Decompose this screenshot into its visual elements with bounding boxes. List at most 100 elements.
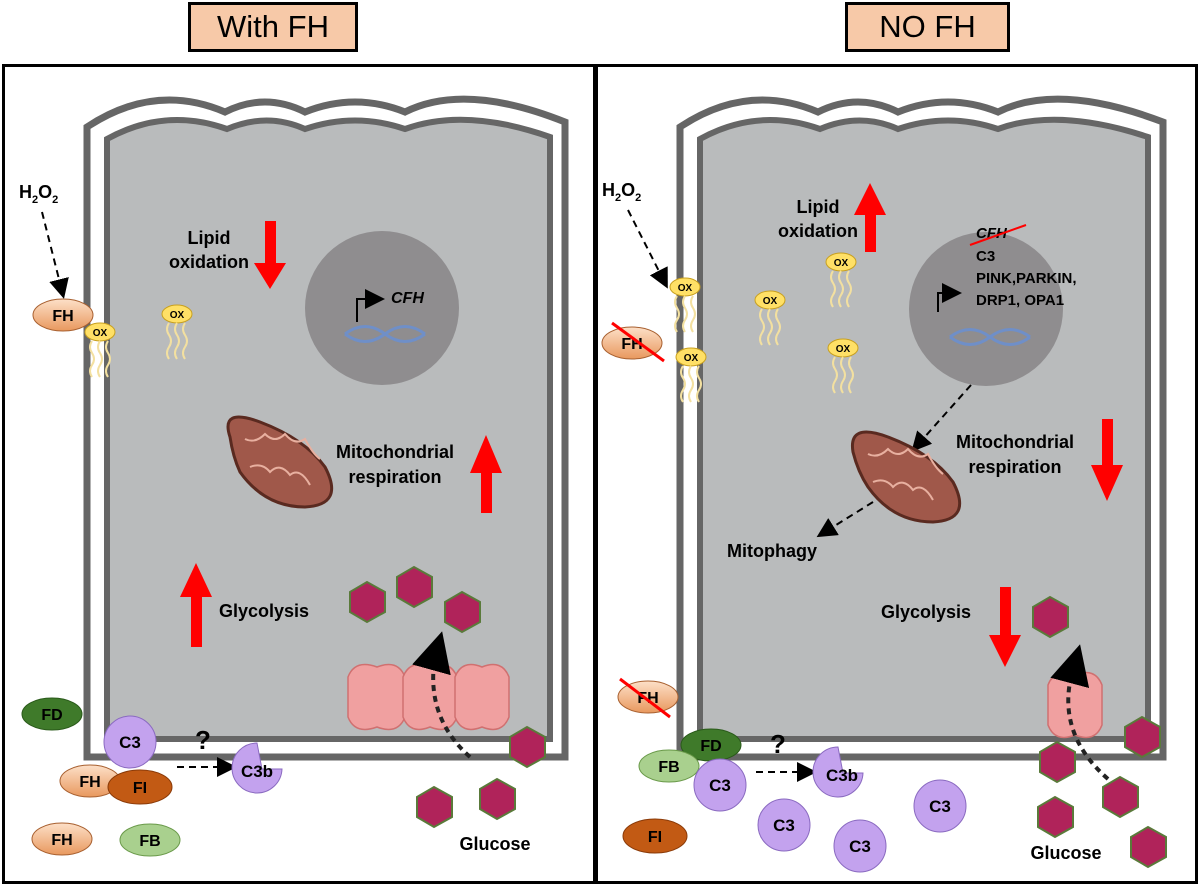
c3b-label: C3b bbox=[826, 766, 858, 785]
c3b-protein bbox=[812, 746, 864, 798]
promoter-arrow-icon bbox=[937, 283, 962, 312]
fi-label: FI bbox=[648, 829, 662, 846]
glucose-label: Glucose bbox=[1030, 843, 1101, 863]
gene-label-cfh: CFH bbox=[391, 290, 424, 307]
gene-label-pink-parkin: PINK,PARKIN, bbox=[976, 270, 1077, 287]
fi-label: FI bbox=[133, 780, 147, 797]
no-fh-diagram: CFH C3 PINK,PARKIN, DRP1, OPA1 H2O2 FH O… bbox=[601, 95, 1167, 873]
lipid-oxidation-label-line1: Lipid bbox=[797, 197, 840, 217]
mito-respiration-label-line2: respiration bbox=[348, 467, 441, 487]
glucose-label: Glucose bbox=[459, 834, 530, 854]
fh-free-label: FH bbox=[51, 832, 72, 849]
gene-label-cfh: CFH bbox=[976, 225, 1008, 242]
header-with-fh: With FH bbox=[188, 2, 358, 52]
dna-icon bbox=[949, 328, 1031, 346]
c3-protein-2 bbox=[757, 798, 811, 852]
glucose-outside bbox=[1037, 715, 1167, 869]
nucleus bbox=[909, 232, 1063, 386]
dna-icon bbox=[344, 325, 426, 343]
c3b-protein bbox=[231, 742, 283, 794]
mitochondrion-icon bbox=[850, 430, 962, 524]
lipid-oxidation-label-line1: Lipid bbox=[188, 228, 231, 248]
glucose-transporters bbox=[347, 663, 510, 731]
h2o2-label: H2O2 bbox=[19, 182, 58, 206]
with-fh-diagram: CFH H2O2 FH OX OX Lipid oxidation Mitoch… bbox=[19, 95, 569, 857]
mitophagy-label: Mitophagy bbox=[727, 541, 817, 561]
mito-respiration-up-arrow bbox=[470, 435, 502, 513]
fh-free-crossout bbox=[619, 677, 671, 719]
fh-complex-label: FH bbox=[79, 774, 100, 791]
oxidized-lipid-cytoplasm-3: OX bbox=[827, 338, 859, 394]
lipid-oxidation-label-line2: oxidation bbox=[169, 252, 249, 272]
fh-label: FH bbox=[52, 308, 73, 325]
nucleus bbox=[305, 231, 459, 385]
fb-protein bbox=[638, 749, 700, 783]
fi-protein bbox=[622, 818, 688, 854]
svg-text:OX: OX bbox=[763, 296, 778, 307]
c3-protein bbox=[103, 715, 157, 769]
nucleus-to-mito-arrow bbox=[911, 384, 972, 452]
oxidized-lipid-membrane-2: OX bbox=[675, 347, 707, 403]
mitochondrion-icon bbox=[226, 415, 334, 509]
oxidized-lipid-membrane-1: OX bbox=[669, 277, 701, 333]
fh-protein bbox=[32, 298, 94, 332]
lipid-oxidation-up-arrow bbox=[854, 183, 886, 252]
mito-respiration-label-line1: Mitochondrial bbox=[956, 432, 1074, 452]
c3-label-3: C3 bbox=[929, 797, 951, 816]
h2o2-label: H2O2 bbox=[602, 180, 641, 204]
fb-protein bbox=[119, 823, 181, 857]
c3-label-4: C3 bbox=[849, 837, 871, 856]
glucose-transporter bbox=[1047, 671, 1103, 739]
glucose-uptake-arrow bbox=[412, 631, 472, 759]
lipid-oxidation-label-line2: oxidation bbox=[778, 221, 858, 241]
cfh-strikethrough bbox=[969, 224, 1027, 246]
question-mark: ? bbox=[195, 725, 211, 755]
lipid-oxidation-down-arrow bbox=[254, 221, 286, 289]
glucose-inside bbox=[1032, 595, 1069, 639]
fb-label: FB bbox=[658, 759, 679, 776]
svg-text:OX: OX bbox=[678, 283, 693, 294]
mitophagy-arrow bbox=[816, 501, 874, 538]
fb-label: FB bbox=[139, 833, 160, 850]
glucose-uptake-arrow bbox=[1050, 644, 1110, 781]
c3-label-2: C3 bbox=[773, 816, 795, 835]
h2o2-arrow bbox=[627, 209, 668, 289]
fd-label: FD bbox=[41, 707, 62, 724]
svg-text:OX: OX bbox=[684, 353, 699, 364]
svg-text:OX: OX bbox=[170, 310, 185, 321]
svg-text:OX: OX bbox=[93, 328, 108, 339]
fh-crossout bbox=[611, 321, 665, 363]
cell-cytoplasm bbox=[104, 116, 553, 742]
fh-free-protein bbox=[31, 822, 93, 856]
oxidized-lipid-membrane: OX bbox=[84, 322, 116, 378]
fd-label: FD bbox=[700, 738, 721, 755]
svg-text:OX: OX bbox=[834, 258, 849, 269]
fi-protein bbox=[107, 769, 173, 805]
c3-label-1: C3 bbox=[709, 776, 731, 795]
h2o2-arrow bbox=[41, 211, 69, 299]
promoter-arrow-icon bbox=[356, 289, 385, 322]
mito-respiration-down-arrow bbox=[1091, 419, 1123, 501]
c3-protein-1 bbox=[693, 758, 747, 812]
cell-cytoplasm bbox=[697, 116, 1151, 742]
svg-text:OX: OX bbox=[836, 344, 851, 355]
c3-label: C3 bbox=[119, 733, 141, 752]
gene-label-drp1-opa1: DRP1, OPA1 bbox=[976, 292, 1064, 309]
question-mark: ? bbox=[770, 729, 786, 759]
gene-label-c3: C3 bbox=[976, 248, 995, 265]
c3-protein-3 bbox=[913, 779, 967, 833]
panel-no-fh: CFH C3 PINK,PARKIN, DRP1, OPA1 H2O2 FH O… bbox=[595, 64, 1198, 884]
c3-protein-4 bbox=[833, 819, 887, 873]
glycolysis-label: Glycolysis bbox=[881, 602, 971, 622]
glucose-outside bbox=[416, 725, 546, 829]
c3b-label: C3b bbox=[241, 762, 273, 781]
oxidized-lipid-cytoplasm-2: OX bbox=[825, 252, 857, 308]
oxidized-lipid-cytoplasm: OX bbox=[161, 304, 193, 360]
panel-with-fh: CFH H2O2 FH OX OX Lipid oxidation Mitoch… bbox=[2, 64, 596, 884]
mito-respiration-label-line2: respiration bbox=[968, 457, 1061, 477]
fd-protein bbox=[21, 697, 83, 731]
header-no-fh: NO FH bbox=[845, 2, 1010, 52]
glycolysis-down-arrow bbox=[989, 587, 1021, 667]
glucose-inside bbox=[349, 565, 481, 634]
oxidized-lipid-cytoplasm-1: OX bbox=[754, 290, 786, 346]
